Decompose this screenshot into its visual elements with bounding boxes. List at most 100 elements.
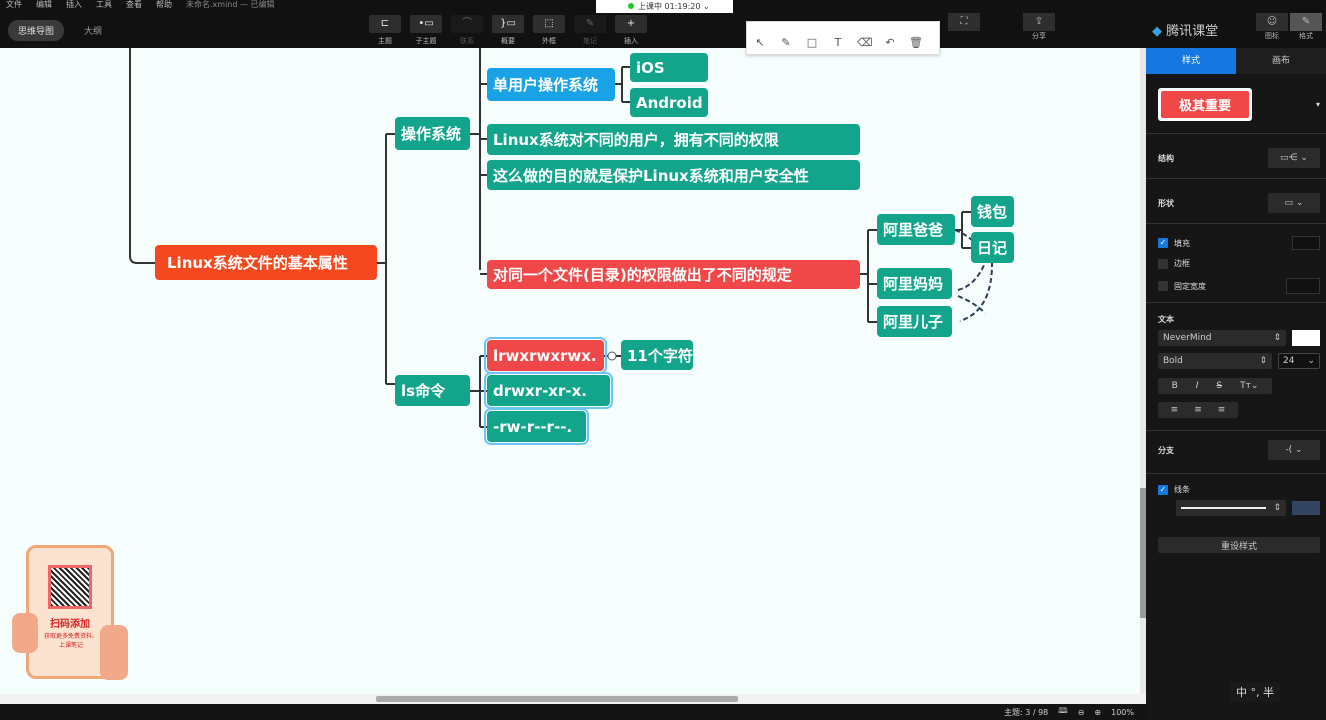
icon-label: 图标 (1265, 32, 1279, 40)
fill-checkbox[interactable]: ✓ (1158, 238, 1168, 248)
smiley-icon: ☺ (1256, 13, 1288, 31)
topic-purpose[interactable]: 这么做的目的就是保护Linux系统和用户安全性 (487, 160, 860, 190)
strikethrough-icon[interactable]: S (1216, 381, 1223, 391)
format-label: 格式 (1299, 32, 1313, 40)
qr-ad[interactable]: 扫码添加 获取更多免费资料、上课笔记 (12, 543, 128, 683)
topic-son[interactable]: 阿里儿子 (877, 306, 952, 337)
border-label: 边框 (1174, 259, 1190, 268)
line-style-select[interactable]: ⇕ (1176, 500, 1286, 516)
live-timer[interactable]: 上课中 01:19:20 ⌄ (596, 0, 733, 13)
topic-permissions[interactable]: Linux系统对不同的用户，拥有不同的权限 (487, 124, 860, 155)
shape-select[interactable]: ▭ ⌄ (1268, 193, 1320, 213)
eraser-icon[interactable]: ⌫ (857, 36, 873, 49)
share-button[interactable]: ⇪分享 (1023, 13, 1055, 41)
note-icon: ✎ (574, 15, 606, 33)
font-select[interactable]: NeverMind (1163, 333, 1212, 343)
topic-rules[interactable]: 对同一个文件(目录)的权限做出了不同的规定 (487, 260, 860, 289)
fill-label: 填充 (1174, 238, 1190, 248)
structure-select[interactable]: ▭⋲ ⌄ (1268, 148, 1320, 168)
style-preset[interactable]: 极其重要 (1161, 91, 1250, 118)
undo-icon[interactable]: ↶ (885, 36, 895, 49)
book-icon[interactable]: 🕮 (1058, 706, 1068, 715)
fullscreen-button[interactable]: ⛶ (948, 13, 980, 31)
root-topic[interactable]: Linux系统文件的基本属性 (155, 245, 377, 280)
relationship-icon: ⌒ (451, 15, 483, 33)
drawing-toolbar: ↖ ✎ □ T ⌫ ↶ 🗑 (746, 21, 940, 55)
topic-button[interactable]: ⊏主题 (369, 15, 401, 46)
text-case-icon[interactable]: Tт⌄ (1240, 381, 1259, 391)
ad-subtitle: 获取更多免费资料、上课笔记 (43, 633, 98, 649)
ad-title: 扫码添加 (50, 619, 90, 630)
fill-color[interactable] (1292, 236, 1320, 250)
menu-file[interactable]: 文件 (6, 0, 22, 9)
topic-diary[interactable]: 日记 (971, 232, 1014, 263)
tencent-logo-icon: ◆ (1152, 24, 1162, 39)
rectangle-icon[interactable]: □ (806, 36, 818, 49)
menu-edit[interactable]: 编辑 (36, 0, 52, 9)
menu-view[interactable]: 查看 (126, 0, 142, 9)
align-right-icon[interactable]: ≡ (1217, 405, 1226, 415)
text-color[interactable] (1292, 330, 1320, 346)
italic-icon[interactable]: I (1195, 381, 1199, 391)
note-button[interactable]: ✎ 笔记 (574, 15, 606, 46)
summary-button[interactable]: }▭概要 (492, 15, 524, 46)
topic-os[interactable]: 操作系统 (395, 117, 470, 150)
menu-help[interactable]: 帮助 (156, 0, 172, 9)
boundary-button[interactable]: ⬚外框 (533, 15, 565, 46)
zoom-level[interactable]: 100% (1111, 707, 1134, 717)
tab-style[interactable]: 样式 (1146, 48, 1236, 74)
border-checkbox[interactable] (1158, 258, 1168, 269)
topic-single-user[interactable]: 单用户操作系统 (487, 68, 615, 101)
tab-mindmap[interactable]: 思维导图 (8, 20, 65, 41)
fixed-width-input[interactable] (1286, 278, 1320, 294)
insert-button[interactable]: +插入 (615, 15, 647, 46)
ime-indicator[interactable]: 中 °, 半 (1230, 682, 1280, 702)
topic-11-chars[interactable]: 11个字符 (621, 340, 693, 370)
topic-android[interactable]: Android (630, 88, 708, 117)
menu-insert[interactable]: 插入 (66, 0, 82, 9)
pointer-icon[interactable]: ↖ (755, 36, 765, 49)
text-icon[interactable]: T (834, 36, 842, 49)
topic-dir-perm[interactable]: drwxr-xr-x. (484, 372, 613, 409)
relationship-button[interactable]: ⌒联系 (451, 15, 483, 46)
mindmap-canvas[interactable]: Linux系统文件的基本属性 操作系统 单用户操作系统 iOS Android … (0, 48, 1140, 694)
topic-dad[interactable]: 阿里爸爸 (877, 214, 955, 245)
tencent-text: 腾讯课堂 (1166, 24, 1219, 39)
topic-file-perm[interactable]: -rw-r--r--. (484, 408, 589, 445)
zoom-in-button[interactable]: ⊕ (1094, 707, 1102, 717)
font-size-input[interactable]: 24 (1283, 356, 1295, 366)
align-left-icon[interactable]: ≡ (1170, 405, 1179, 415)
weight-select[interactable]: Bold (1163, 356, 1183, 366)
subtopic-label: 子主题 (415, 37, 437, 45)
subtopic-button[interactable]: •▭子主题 (410, 15, 442, 46)
collapse-toggle-icon (607, 351, 617, 361)
share-label: 分享 (1032, 32, 1046, 40)
menu-tools[interactable]: 工具 (96, 0, 112, 9)
tab-canvas[interactable]: 画布 (1236, 48, 1326, 74)
fixed-width-checkbox[interactable] (1158, 281, 1168, 291)
reset-style-button[interactable]: 重设样式 (1158, 537, 1320, 553)
topic-wallet[interactable]: 钱包 (971, 196, 1014, 227)
vertical-scrollbar[interactable] (1140, 48, 1146, 694)
trash-icon[interactable]: 🗑 (909, 36, 923, 49)
topic-mom[interactable]: 阿里妈妈 (877, 268, 952, 299)
bold-icon[interactable]: B (1171, 381, 1178, 391)
branch-select[interactable]: -( ⌄ (1268, 440, 1320, 460)
topic-count: 主题: 3 / 98 (1003, 707, 1049, 717)
tencent-watermark: ◆ 腾讯课堂 (1152, 20, 1218, 39)
topic-ios[interactable]: iOS (630, 53, 708, 82)
note-label: 笔记 (583, 37, 597, 45)
tab-outline[interactable]: 大纲 (84, 27, 103, 37)
topic-link-perm[interactable]: lrwxrwxrwx. (484, 337, 607, 374)
align-center-icon[interactable]: ≡ (1194, 405, 1202, 415)
preset-dropdown-icon[interactable]: ▾ (1315, 100, 1320, 109)
icon-button[interactable]: ☺图标 (1256, 13, 1288, 41)
format-button[interactable]: ✎格式 (1290, 13, 1322, 41)
line-checkbox[interactable]: ✓ (1158, 484, 1168, 495)
zoom-out-button[interactable]: ⊖ (1077, 707, 1085, 717)
pencil-icon[interactable]: ✎ (781, 36, 791, 49)
horizontal-scrollbar[interactable] (0, 694, 1146, 704)
brush-icon: ✎ (1290, 13, 1322, 31)
line-color[interactable] (1292, 501, 1320, 515)
topic-ls[interactable]: ls命令 (395, 375, 470, 406)
